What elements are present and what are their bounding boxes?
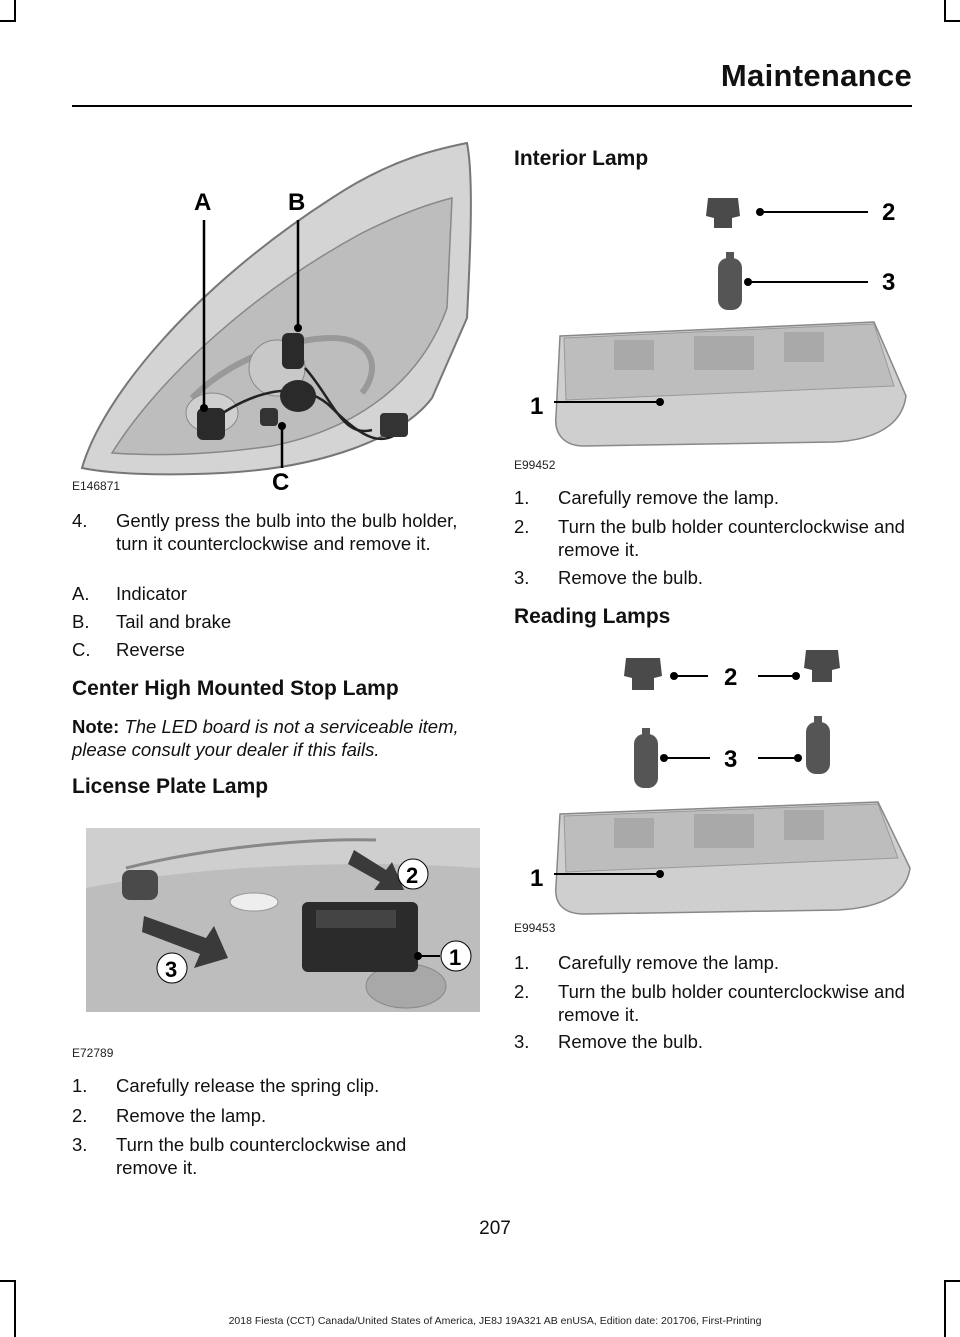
interior-callout-3: 3 [882, 269, 895, 296]
license-lamp-figure: 1 2 3 [86, 828, 480, 1012]
legend-letter: B. [72, 611, 90, 632]
note-text: The LED board is not a serviceable item,… [72, 716, 459, 760]
step-text: Gently press the bulb into the bulb hold… [116, 510, 458, 554]
step-number: 2. [514, 981, 530, 1002]
tail-callout-c: C [272, 469, 289, 490]
reading-figure-id: E99453 [514, 921, 556, 935]
step-text: Turn the bulb holder counterclockwise an… [558, 516, 905, 560]
step-number: 3. [72, 1134, 88, 1155]
crop-mark-bl-h [0, 1280, 16, 1282]
reading-callout-2: 2 [724, 664, 737, 691]
reading-callout-1: 1 [530, 865, 543, 892]
legend-letter: C. [72, 639, 91, 660]
step-text: Turn the bulb holder counterclockwise an… [558, 981, 905, 1025]
step-number: 1. [514, 952, 530, 973]
license-callout-3: 3 [165, 957, 177, 982]
step-number: 3. [514, 1031, 530, 1052]
reading-heading: Reading Lamps [514, 605, 671, 628]
interior-callout-2: 2 [882, 199, 895, 226]
step-number: 3. [514, 567, 530, 588]
chmsl-heading: Center High Mounted Stop Lamp [72, 677, 399, 700]
step-number: 2. [514, 516, 530, 537]
license-figure-id: E72789 [72, 1046, 114, 1060]
tail-callout-a: A [194, 189, 211, 216]
crop-mark-bl-v [14, 1280, 16, 1337]
tail-callout-b: B [288, 189, 305, 216]
interior-heading: Interior Lamp [514, 147, 649, 170]
step-text: Carefully release the spring clip. [116, 1075, 380, 1096]
step-number: 2. [72, 1105, 88, 1126]
interior-callout-1: 1 [530, 393, 543, 420]
reading-lamp-figure: 1 2 3 [514, 642, 914, 922]
page-title: Maintenance [720, 58, 912, 93]
crop-mark-tr-h [944, 20, 960, 22]
license-callout-2: 2 [406, 863, 418, 888]
step-text: Carefully remove the lamp. [558, 952, 780, 973]
tail-figure-id: E146871 [72, 479, 121, 493]
reading-callout-3: 3 [724, 746, 737, 773]
interior-lamp-figure: 1 2 3 [514, 186, 914, 456]
crop-mark-tr-v [944, 0, 946, 20]
legend-letter: A. [72, 583, 90, 604]
step-text: Remove the bulb. [558, 567, 704, 588]
step-number: 1. [514, 487, 530, 508]
step-text: Remove the bulb. [558, 1031, 704, 1052]
step-text: Turn the bulb counterclockwise and remov… [116, 1134, 407, 1178]
interior-figure-id: E99452 [514, 458, 556, 472]
note-label: Note: [72, 716, 120, 737]
step-number: 4. [72, 510, 88, 531]
footer-edition: 2018 Fiesta (CCT) Canada/United States o… [228, 1315, 762, 1327]
crop-mark-br-h [944, 1280, 960, 1282]
tail-lamp-figure: A B C [72, 138, 480, 490]
license-heading: License Plate Lamp [72, 775, 269, 798]
crop-mark-br-v [944, 1280, 946, 1337]
legend-text: Reverse [116, 639, 185, 660]
license-callout-1: 1 [449, 945, 461, 970]
step-number: 1. [72, 1075, 88, 1096]
header-divider [72, 105, 912, 107]
crop-mark-tl-v [14, 0, 16, 20]
step-text: Remove the lamp. [116, 1105, 267, 1126]
chmsl-note: Note: The LED board is not a serviceable… [72, 715, 482, 761]
crop-mark-tl-h [0, 20, 16, 22]
page-number: 207 [479, 1218, 511, 1239]
step-text: Carefully remove the lamp. [558, 487, 780, 508]
legend-text: Tail and brake [116, 611, 232, 632]
legend-text: Indicator [116, 583, 187, 604]
